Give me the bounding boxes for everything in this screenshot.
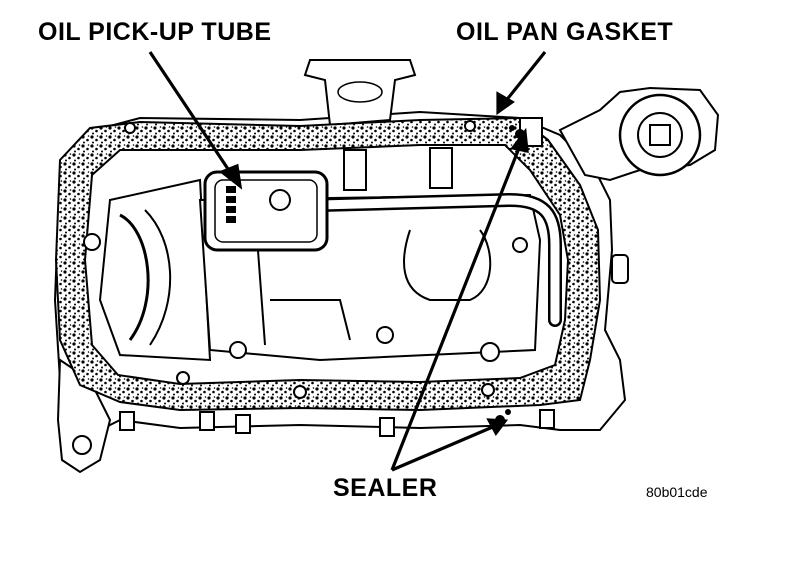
oil-pick-up-strainer: [203, 170, 329, 252]
oil-pick-up-tube-pipe-inner: [315, 195, 560, 325]
strainer-bolt-hole: [269, 189, 291, 211]
cap-rib-2: [403, 229, 492, 301]
side-stud: [611, 254, 629, 284]
strainer-inner-frame: [214, 179, 318, 243]
leader-oil-pan-gasket: [503, 51, 547, 103]
arrowhead-sealer-lower: [486, 418, 509, 436]
leader-lines: [148, 51, 547, 472]
crank-journal-shading-2: [144, 209, 172, 346]
leader-sealer-lower: [391, 424, 496, 472]
strainer-screen-slots: [226, 186, 236, 223]
figure-code: 80b01cde: [646, 484, 708, 500]
lower-bolt-bosses: [119, 409, 555, 437]
leader-oil-pick-up-tube: [148, 51, 234, 176]
pulley-hub: [649, 124, 671, 146]
cap-rib-3: [270, 299, 351, 341]
label-sealer: SEALER: [333, 474, 438, 502]
arrowhead-oil-pan-gasket: [496, 91, 515, 116]
mounting-ear-hole: [72, 435, 92, 455]
intake-flange: [303, 59, 417, 127]
crank-counterweight: [98, 178, 212, 362]
oil-pan-gasket: [54, 116, 602, 412]
crank-journal-shading: [119, 213, 150, 341]
flange-port: [337, 81, 383, 103]
label-oil-pan-gasket: OIL PAN GASKET: [456, 18, 674, 46]
arrowhead-sealer-upper: [510, 127, 529, 154]
arrowhead-oil-pick-up-tube: [218, 163, 243, 190]
leader-sealer-upper: [390, 142, 523, 471]
bolt-heads: [83, 120, 528, 399]
label-oil-pick-up-tube: OIL PICK-UP TUBE: [38, 18, 272, 46]
